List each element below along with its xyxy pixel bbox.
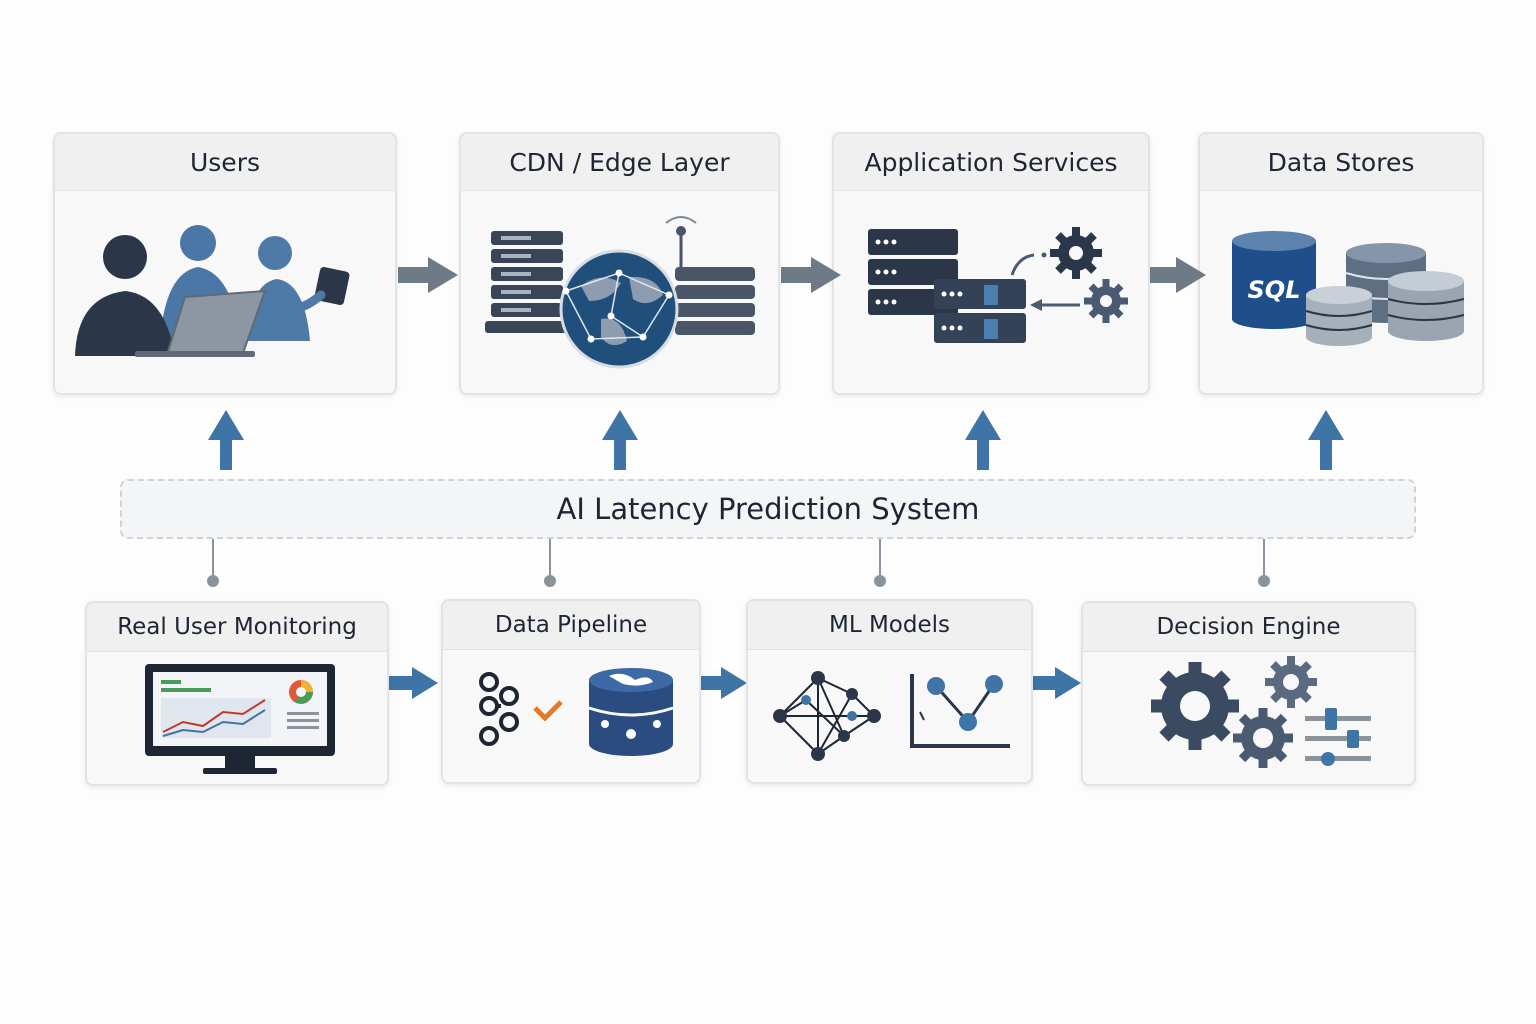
arrow-users-to-cdn [398, 257, 458, 293]
data-pipeline-title: Data Pipeline [443, 601, 699, 650]
arrow-rum-to-pipeline [388, 667, 438, 699]
users-title: Users [55, 134, 395, 191]
sql-label: SQL [1248, 276, 1301, 304]
sql-database-icon: SQL [1232, 231, 1465, 346]
users-group-icon [75, 225, 350, 357]
arrow-pipeline-to-ml [699, 667, 747, 699]
monitor-dashboard-icon [145, 664, 335, 774]
application-services-title: Application Services [834, 134, 1148, 191]
server-stack-gears-icon [868, 227, 1128, 343]
data-stores-title: Data Stores [1200, 134, 1482, 191]
users-card: Users [53, 132, 397, 395]
gears-sliders-icon [1151, 656, 1371, 768]
neural-network-icon [773, 671, 1010, 761]
rum-title: Real User Monitoring [87, 603, 387, 652]
decision-engine-card: Decision Engine [1081, 601, 1416, 786]
pipeline-database-icon [479, 668, 674, 756]
data-stores-card: Data Stores SQL [1198, 132, 1484, 395]
data-pipeline-card: Data Pipeline [441, 599, 701, 784]
band-title: AI Latency Prediction System [556, 492, 980, 526]
up-arrow-cdn [602, 410, 638, 470]
arrow-ml-to-decision [1033, 667, 1081, 699]
ml-models-card: ML Models [746, 599, 1033, 784]
decision-engine-title: Decision Engine [1083, 603, 1414, 652]
connector-dot [544, 575, 556, 587]
application-services-card: Application Services [832, 132, 1150, 395]
cdn-card: CDN / Edge Layer [459, 132, 780, 395]
up-arrow-users [208, 410, 244, 470]
cdn-title: CDN / Edge Layer [461, 134, 778, 191]
connector-dot [1258, 575, 1270, 587]
rum-card: Real User Monitoring [85, 601, 389, 786]
up-arrow-app [965, 410, 1001, 470]
up-arrow-data [1308, 410, 1344, 470]
ai-latency-prediction-band: AI Latency Prediction System [120, 479, 1416, 539]
connector-dot [874, 575, 886, 587]
connector-dot [207, 575, 219, 587]
ml-models-title: ML Models [748, 601, 1031, 650]
globe-servers-icon [485, 216, 755, 369]
